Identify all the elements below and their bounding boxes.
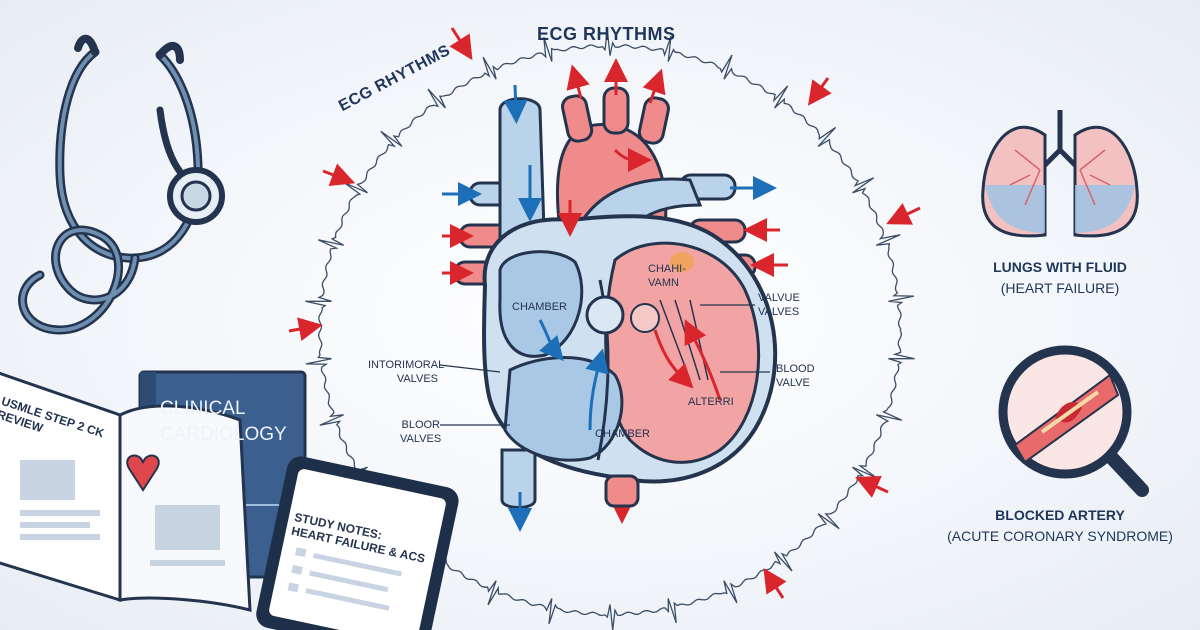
heart-icon xyxy=(126,454,160,492)
label-blood-valve: BLOOD VALVE xyxy=(776,363,815,389)
label-chamber-left: CHAMBER xyxy=(512,301,568,313)
artery-title: BLOCKED ARTERY xyxy=(995,507,1125,523)
artery-subtitle: (ACUTE CORONARY SYNDROME) xyxy=(947,528,1173,544)
tablet-icon xyxy=(256,456,459,630)
label-intorimoral-valves: INTORIMORAL VALVES xyxy=(368,359,445,385)
lungs-icon xyxy=(981,110,1139,238)
ecg-title-top: ECG RHYTHMS xyxy=(537,24,676,44)
label-chamber-right: CHAHI- VAMN xyxy=(648,263,686,289)
magnifier-icon xyxy=(998,345,1149,497)
stethoscope-icon xyxy=(18,34,225,335)
label-chamber-bottom: CHAMBER xyxy=(595,428,651,440)
label-bloor-valves: BLOOR VALVES xyxy=(400,419,442,445)
label-valvue-valves: VALVUE VALVES xyxy=(758,292,800,318)
label-alterri: ALTERRI xyxy=(688,396,734,408)
lungs-title: LUNGS WITH FLUID xyxy=(993,259,1127,275)
heart-diagram xyxy=(439,58,788,532)
ring-arrows xyxy=(288,27,921,599)
cardiology-book-title: CLINICAL CARDIOLOGY xyxy=(160,398,287,445)
lungs-subtitle: (HEART FAILURE) xyxy=(1000,280,1120,296)
